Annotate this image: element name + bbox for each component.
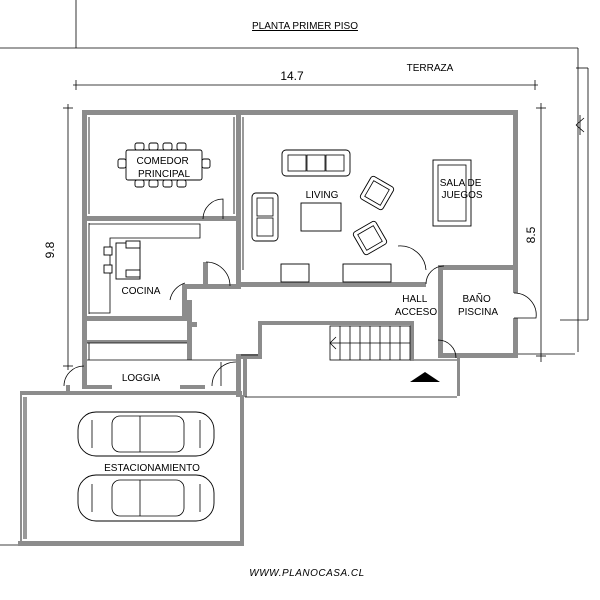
cocina-label: COCINA (122, 286, 161, 297)
depth-dimension: 9.8 (43, 104, 73, 370)
loggia-label: LOGGIA (122, 373, 161, 384)
sala-label: SALA DE JUEGOS (440, 178, 484, 201)
plan-title: PLANTA PRIMER PISO (252, 21, 358, 32)
estacionamiento-label: ESTACIONAMIENTO (104, 463, 200, 474)
frame-lines (0, 0, 589, 546)
footer-url: WWW.PLANOCASA.CL (249, 568, 364, 579)
living-sofa-left (251, 192, 279, 242)
game-table (432, 159, 472, 227)
side-dimension-label: 8.5 (524, 226, 538, 243)
width-dimension: 14.7 (73, 69, 538, 90)
bano-label: BAÑO PISCINA (458, 292, 498, 318)
car-bottom (77, 474, 215, 522)
walls (18, 110, 518, 546)
coffee-table (300, 202, 342, 232)
width-dimension-label: 14.7 (280, 69, 304, 83)
living-sofa-top (281, 149, 351, 177)
stairs (329, 325, 411, 361)
armchair-bottom (352, 220, 388, 256)
entry-arrow-icon (410, 372, 440, 382)
side-dimension: 8.5 (524, 103, 546, 362)
car-top (77, 411, 215, 457)
living-bench (280, 263, 392, 283)
depth-dimension-label: 9.8 (43, 241, 57, 258)
hall-label: HALL ACCESO (395, 294, 437, 318)
living-label: LIVING (306, 190, 339, 201)
doors (63, 198, 537, 387)
kitchen-counters (89, 223, 201, 314)
terraza-label: TERRAZA (407, 63, 454, 74)
armchair-top (359, 175, 395, 211)
inner-lines (23, 117, 457, 539)
dining-table (117, 142, 211, 188)
comedor-label: COMEDOR PRINCIPAL (136, 156, 191, 180)
